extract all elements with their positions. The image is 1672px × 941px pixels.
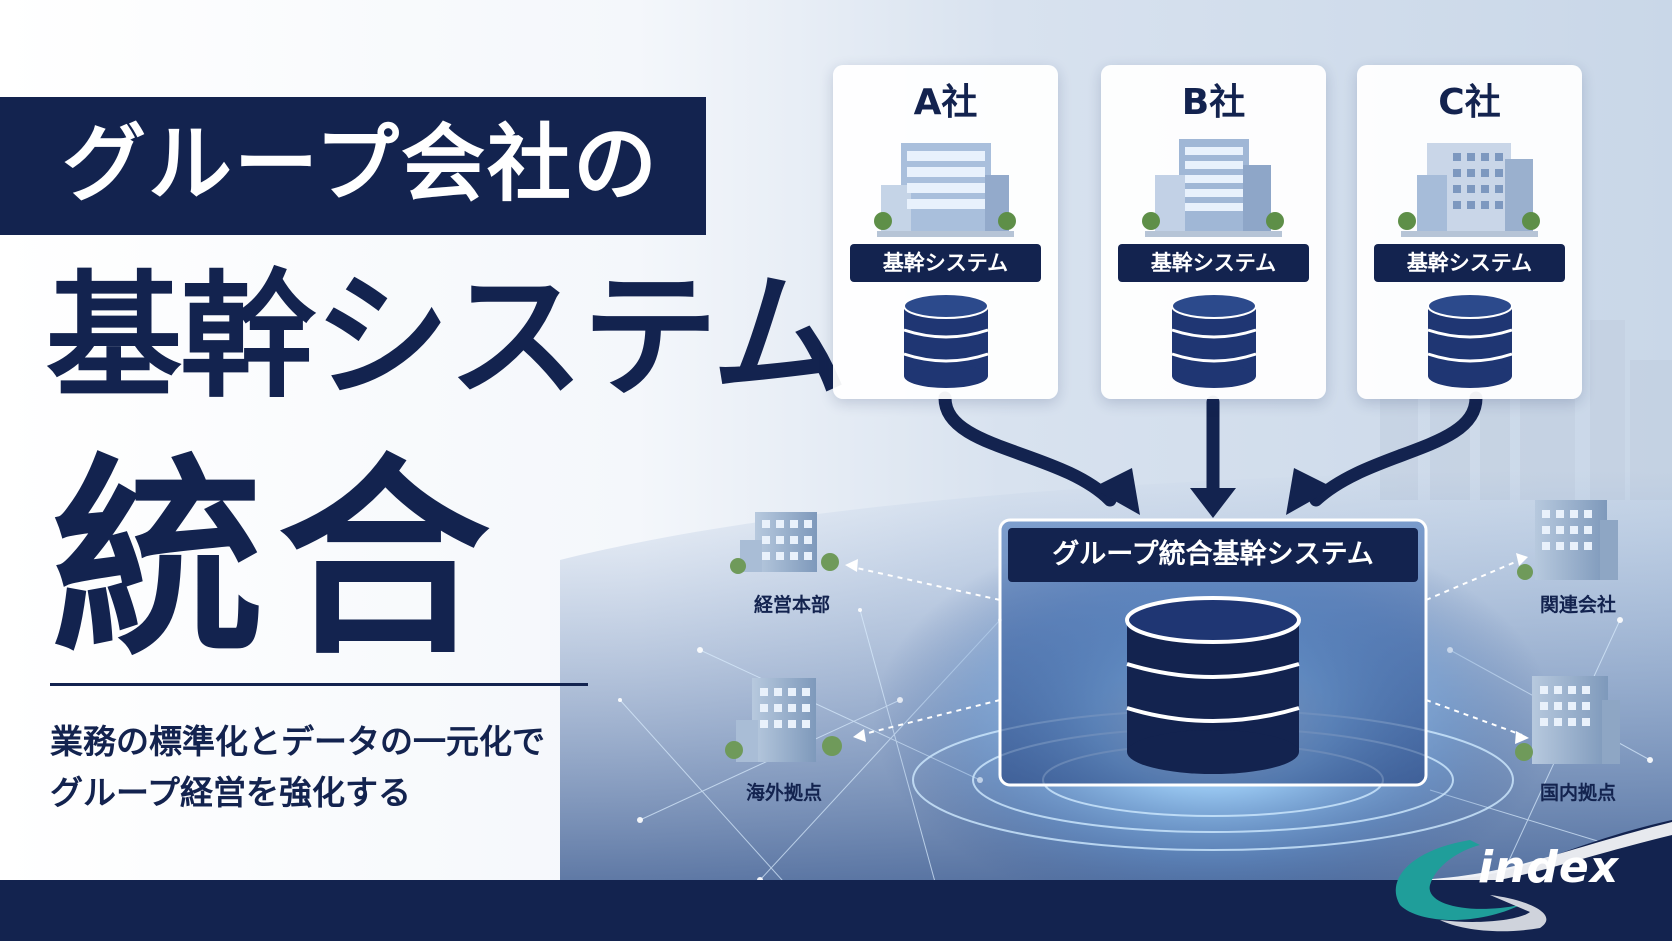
company-name: B社 [1181,82,1246,123]
company-system-label: 基幹システム [1118,244,1309,282]
tagline-line1: 業務の標準化とデータの一元化で [50,722,545,761]
heading-line3: 統合 [52,436,504,683]
heading-band [0,97,706,235]
company-name: A社 [913,82,978,123]
affiliates-building-icon [1517,500,1618,580]
brand-logo: index [1478,842,1620,893]
node-label-affiliates: 関連会社 [1539,594,1616,616]
node-label-domestic: 国内拠点 [1539,782,1616,804]
office-building-icon [874,143,1016,237]
node-label-hq: 経営本部 [753,594,830,616]
company-card-a: A社 基幹システム [833,65,1058,399]
database-icon [1427,293,1513,388]
overseas-building-icon [725,678,842,762]
database-icon [1171,293,1257,388]
heading-divider [50,683,588,686]
office-building-icon [1142,139,1284,237]
company-system-label: 基幹システム [850,244,1041,282]
domestic-building-icon [1515,676,1620,764]
hub-system-label: グループ統合基幹システム [1008,528,1418,582]
tagline-line2: グループ経営を強化する [50,773,412,812]
node-label-overseas: 海外拠点 [745,782,822,804]
heading-line1: グループ会社の [62,115,659,213]
company-system-label: 基幹システム [1374,244,1565,282]
hub-database-icon [1125,596,1301,774]
office-building-icon [1398,143,1540,237]
logo-swoosh-icon [1395,840,1547,932]
company-name: C社 [1438,82,1501,123]
company-card-c: C社 基幹システム [1357,65,1582,399]
hq-building-icon [730,512,839,574]
database-icon [903,293,989,388]
heading-line2: 基幹システム [46,259,848,417]
company-card-b: B社 基幹システム [1101,65,1326,399]
